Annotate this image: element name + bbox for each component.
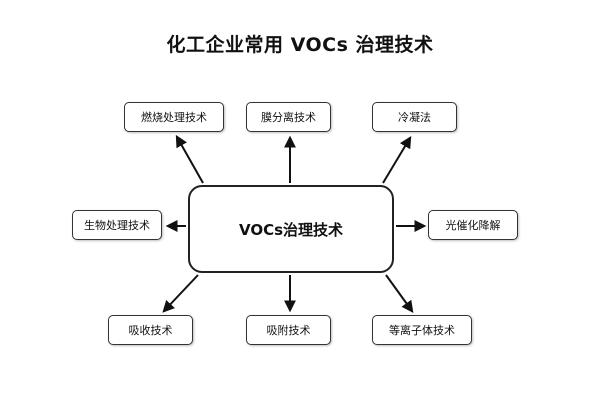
node-adsorption: 吸附技术	[246, 315, 331, 345]
node-plasma: 等离子体技术	[372, 315, 472, 345]
arrow-to-top-right	[382, 135, 412, 184]
node-photocatalytic: 光催化降解	[428, 210, 518, 240]
node-membrane: 膜分离技术	[246, 102, 331, 132]
arrow-to-bottom-right	[385, 274, 414, 313]
node-combustion: 燃烧处理技术	[124, 102, 224, 132]
diagram-title: 化工企业常用 VOCs 治理技术	[166, 34, 434, 56]
center-node: VOCs治理技术	[188, 185, 394, 273]
arrow-to-top-left	[175, 134, 204, 184]
node-biological: 生物处理技术	[72, 210, 162, 240]
node-condensation: 冷凝法	[372, 102, 457, 132]
arrow-to-bottom-left	[162, 274, 199, 313]
node-absorption: 吸收技术	[108, 315, 193, 345]
